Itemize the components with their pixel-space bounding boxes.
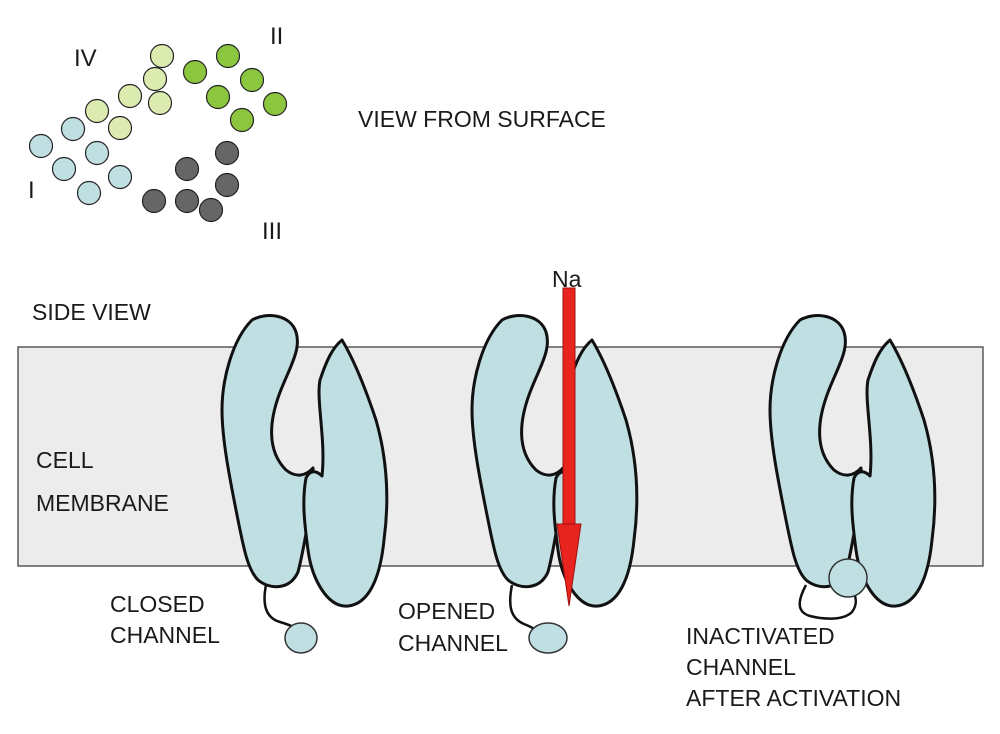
domain-iv-subunit: [107, 115, 133, 141]
domain-label-iii: III: [262, 218, 282, 245]
inactivation-gate-ball: [528, 622, 568, 654]
inactivation-gate-ball: [828, 558, 868, 598]
inactivation-gate-ball: [284, 622, 318, 654]
opened-channel: [470, 314, 639, 654]
domain-i-subunit: [60, 116, 86, 142]
domain-ii-subunit: [239, 67, 265, 93]
domain-i-subunit: [107, 164, 133, 190]
domain-iii-cluster: [141, 140, 240, 223]
domain-iii-subunit: [198, 197, 224, 223]
domain-iv-cluster: [84, 43, 175, 141]
side-view-title: SIDE VIEW: [32, 299, 151, 325]
closed-channel: [220, 314, 389, 654]
view-from-surface-title: VIEW FROM SURFACE: [358, 106, 606, 132]
inactivated-channel-label-line3: AFTER ACTIVATION: [686, 685, 901, 711]
opened-channel-label-line2: CHANNEL: [398, 630, 508, 656]
domain-i-subunit: [51, 156, 77, 182]
domain-iii-subunit: [141, 188, 167, 214]
domain-iv-subunit: [149, 43, 175, 69]
domain-i-subunit: [28, 133, 54, 159]
domain-i-cluster: [28, 116, 133, 206]
membrane-label-line1: CELL: [36, 447, 94, 473]
domain-iv-subunit: [142, 66, 168, 92]
inactivated-channel-label-line1: INACTIVATED: [686, 623, 835, 649]
domain-ii-subunit: [229, 107, 255, 133]
domain-iv-subunit: [84, 98, 110, 124]
surface-view: IV II I III VIEW FROM SURFACE: [28, 23, 606, 245]
opened-channel-label-line1: OPENED: [398, 598, 495, 624]
domain-i-subunit: [84, 140, 110, 166]
domain-label-ii: II: [270, 23, 283, 50]
closed-channel-label-line2: CHANNEL: [110, 622, 220, 648]
inactivation-gate-linker: [798, 584, 857, 620]
domain-ii-subunit: [205, 84, 231, 110]
closed-channel-label-line1: CLOSED: [110, 591, 205, 617]
domain-ii-subunit: [262, 91, 288, 117]
sodium-influx-arrow: [556, 287, 582, 607]
inactivated-channel: [768, 314, 937, 620]
domain-iv-subunit: [117, 83, 143, 109]
domain-label-i: I: [28, 177, 35, 204]
domain-ii-cluster: [182, 43, 288, 133]
membrane-label-line2: MEMBRANE: [36, 490, 169, 516]
domain-ii-subunit: [215, 43, 241, 69]
sodium-ion-label: Na: [552, 266, 582, 292]
domain-ii-subunit: [182, 59, 208, 85]
domain-iii-subunit: [214, 140, 240, 166]
domain-label-iv: IV: [74, 45, 97, 72]
inactivated-channel-label-line2: CHANNEL: [686, 654, 796, 680]
domain-i-subunit: [76, 180, 102, 206]
domain-iii-subunit: [214, 172, 240, 198]
domain-iv-subunit: [147, 90, 173, 116]
domain-iii-subunit: [174, 156, 200, 182]
domain-iii-subunit: [174, 188, 200, 214]
